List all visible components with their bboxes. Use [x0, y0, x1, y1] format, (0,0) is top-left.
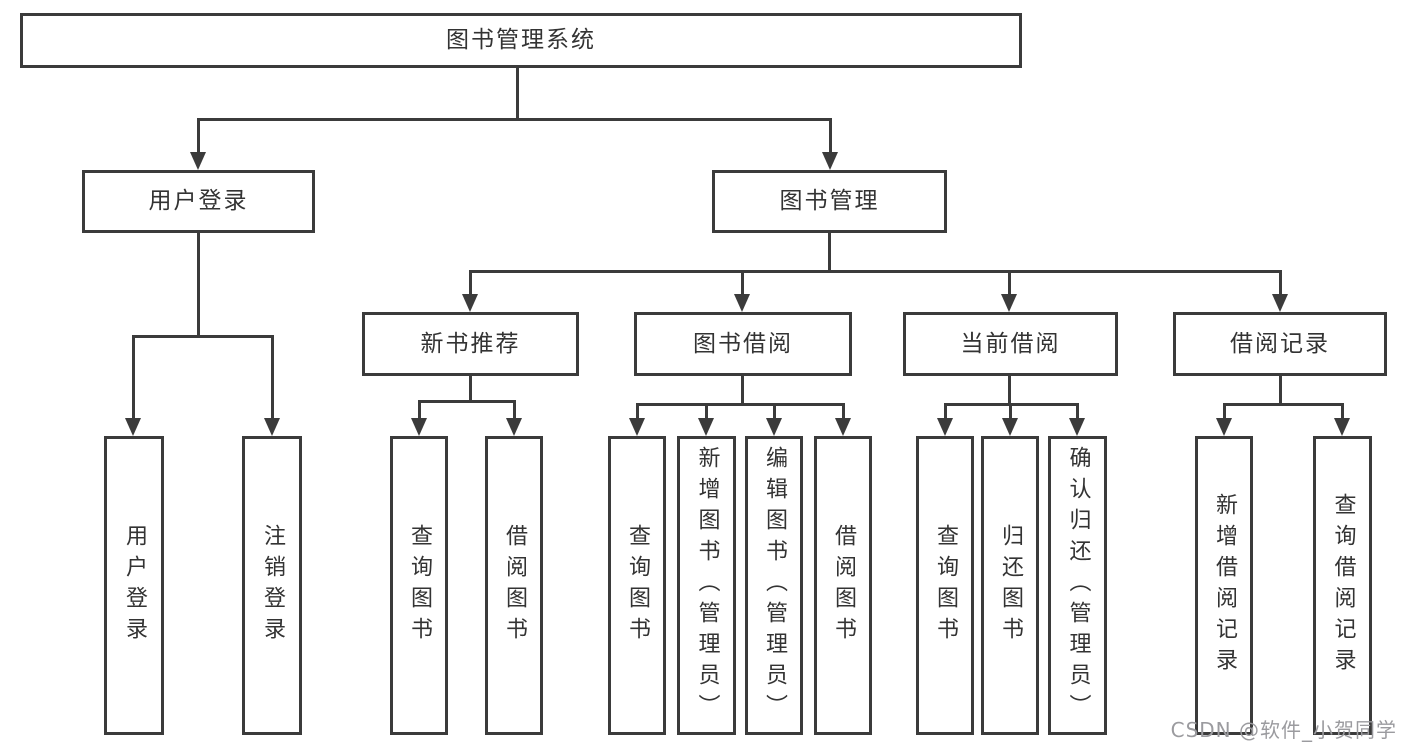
- arrow-down-icon: [1002, 418, 1018, 436]
- leaf-query-books-recommend: 查询图书: [390, 436, 448, 735]
- connector-current-borrow-stem: [1008, 376, 1011, 406]
- node-book-management: 图书管理: [712, 170, 947, 233]
- arrow-down-icon: [734, 294, 750, 312]
- leaf-confirm-return-admin: 确认归还（管理员）: [1048, 436, 1107, 735]
- leaf-add-book-admin: 新增图书（管理员）: [677, 436, 736, 735]
- connector-drop-leaf: [418, 400, 421, 420]
- connector-book-borrow-stem: [741, 376, 744, 406]
- connector-drop-leaf: [1223, 403, 1226, 420]
- leaf-borrow-books: 借阅图书: [814, 436, 872, 735]
- connector-drop-leaf: [944, 403, 947, 420]
- connector-drop-user-login: [197, 118, 200, 155]
- connector-drop-leaf: [1341, 403, 1344, 420]
- connector-drop-leaf: [271, 335, 274, 420]
- arrow-down-icon: [766, 418, 782, 436]
- leaf-add-borrow-record: 新增借阅记录: [1195, 436, 1253, 735]
- leaf-logout: 注销登录: [242, 436, 302, 735]
- node-borrow-records: 借阅记录: [1173, 312, 1387, 376]
- connector-drop-leaf: [705, 403, 708, 420]
- leaf-return-book: 归还图书: [981, 436, 1039, 735]
- arrow-down-icon: [1272, 294, 1288, 312]
- arrow-down-icon: [190, 152, 206, 170]
- node-user-login: 用户登录: [82, 170, 315, 233]
- leaf-user-login: 用户登录: [104, 436, 164, 735]
- arrow-down-icon: [125, 418, 141, 436]
- connector-root-stem: [516, 68, 519, 121]
- connector-drop-book-borrow: [741, 270, 744, 296]
- arrow-down-icon: [1216, 418, 1232, 436]
- arrow-down-icon: [506, 418, 522, 436]
- connector-book-management-stem: [828, 233, 831, 273]
- arrow-down-icon: [411, 418, 427, 436]
- connector-drop-leaf: [773, 403, 776, 420]
- leaf-query-books-borrow: 查询图书: [608, 436, 666, 735]
- connector-drop-leaf: [1009, 403, 1012, 420]
- connector-drop-new-book: [469, 270, 472, 296]
- connector-drop-leaf: [842, 403, 845, 420]
- connector-new-book-rail: [418, 400, 516, 403]
- connector-drop-book-management: [829, 118, 832, 155]
- connector-book-borrow-rail: [636, 403, 845, 406]
- arrow-down-icon: [698, 418, 714, 436]
- connector-drop-leaf: [636, 403, 639, 420]
- arrow-down-icon: [835, 418, 851, 436]
- connector-drop-leaf: [132, 335, 135, 420]
- arrow-down-icon: [629, 418, 645, 436]
- connector-borrow-records-rail: [1223, 403, 1344, 406]
- connector-user-login-stem: [197, 233, 200, 338]
- connector-new-book-stem: [469, 376, 472, 403]
- node-book-borrow: 图书借阅: [634, 312, 852, 376]
- arrow-down-icon: [462, 294, 478, 312]
- node-current-borrow: 当前借阅: [903, 312, 1118, 376]
- node-new-book-recommend: 新书推荐: [362, 312, 579, 376]
- arrow-down-icon: [1069, 418, 1085, 436]
- connector-drop-current-borrow: [1008, 270, 1011, 296]
- arrow-down-icon: [822, 152, 838, 170]
- arrow-down-icon: [264, 418, 280, 436]
- connector-drop-borrow-records: [1279, 270, 1282, 296]
- connector-user-login-rail: [132, 335, 274, 338]
- connector-drop-leaf: [513, 400, 516, 420]
- arrow-down-icon: [937, 418, 953, 436]
- leaf-query-books-current: 查询图书: [916, 436, 974, 735]
- arrow-down-icon: [1334, 418, 1350, 436]
- connector-drop-leaf: [1076, 403, 1079, 420]
- connector-book-management-rail: [469, 270, 1282, 273]
- leaf-borrow-books-recommend: 借阅图书: [485, 436, 543, 735]
- connector-root-rail: [197, 118, 832, 121]
- arrow-down-icon: [1001, 294, 1017, 312]
- node-root: 图书管理系统: [20, 13, 1022, 68]
- watermark: CSDN @软件_小贺同学: [1170, 718, 1397, 742]
- connector-borrow-records-stem: [1279, 376, 1282, 406]
- leaf-query-borrow-record: 查询借阅记录: [1313, 436, 1372, 735]
- leaf-edit-book-admin: 编辑图书（管理员）: [745, 436, 803, 735]
